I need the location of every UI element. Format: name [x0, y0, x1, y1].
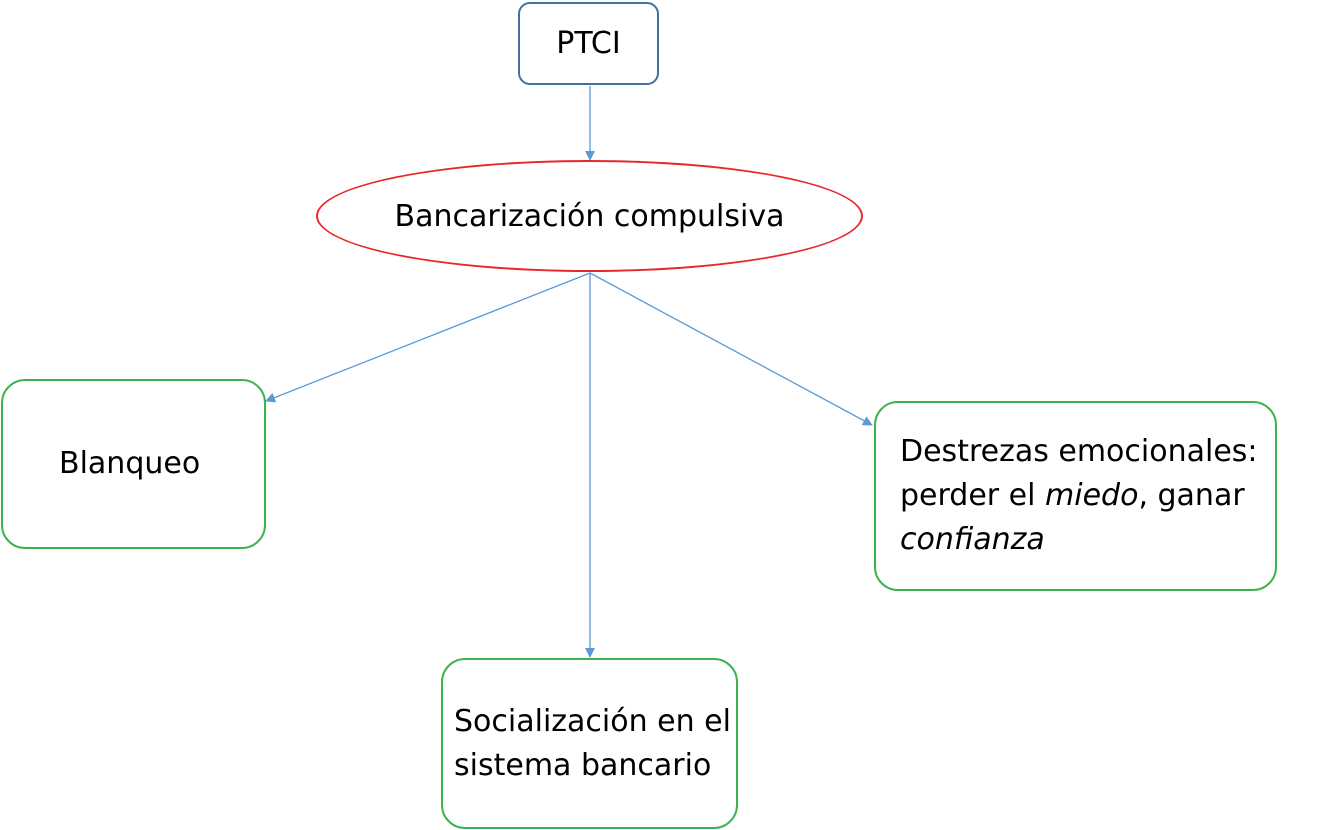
node-destrezas-emocionales: Destrezas emocionales: perder el miedo, … — [874, 401, 1277, 591]
node-ptci: PTCI — [518, 2, 659, 85]
node-socializacion-line1: Socialización en el — [454, 703, 731, 739]
node-socializacion: Socialización en el sistema bancario — [441, 658, 738, 829]
node-destrezas-miedo: miedo — [1045, 478, 1139, 513]
node-destrezas-line2: perder el miedo, ganar — [900, 474, 1258, 518]
node-blanqueo-label: Blanqueo — [59, 446, 201, 481]
node-destrezas-confianza: confianza — [900, 522, 1045, 557]
node-destrezas-line2-pre: perder el — [900, 478, 1046, 513]
arrow-bancarizacion-to-destrezas — [589, 272, 873, 426]
node-socializacion-text: Socialización en el sistema bancario — [454, 700, 731, 788]
node-destrezas-line1: Destrezas emocionales: — [900, 434, 1258, 469]
node-destrezas-text: Destrezas emocionales: perder el miedo, … — [900, 430, 1258, 562]
arrow-bancarizacion-to-blanqueo — [265, 272, 591, 403]
node-ptci-label: PTCI — [556, 25, 621, 61]
node-bancarizacion-compulsiva: Bancarización compulsiva — [316, 160, 863, 272]
node-destrezas-line2-post: , ganar — [1138, 478, 1245, 513]
node-blanqueo: Blanqueo — [1, 379, 266, 549]
node-bancarizacion-label: Bancarización compulsiva — [394, 198, 785, 234]
node-socializacion-line2: sistema bancario — [454, 747, 712, 783]
